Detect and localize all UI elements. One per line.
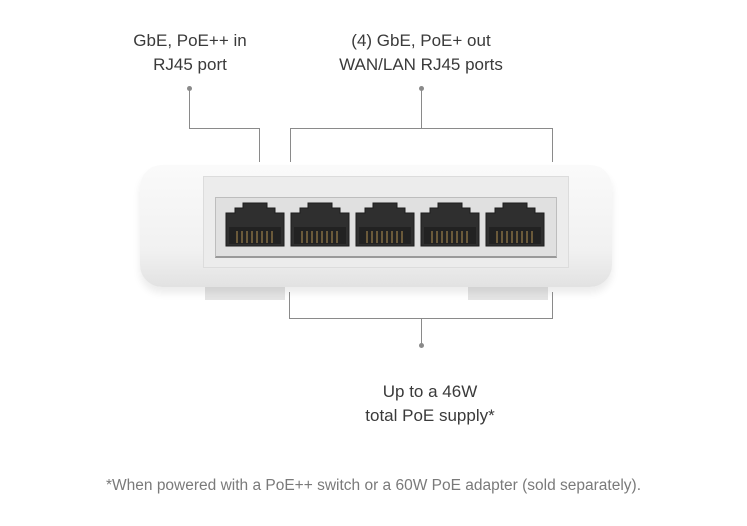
- leader-line: [421, 88, 422, 128]
- switch-device: [140, 165, 612, 287]
- leader-line: [259, 128, 260, 162]
- bracket-line: [552, 128, 553, 162]
- leader-dot-supply: [419, 343, 424, 348]
- rj45-port-1: [225, 201, 285, 247]
- rj45-port-3: [355, 201, 415, 247]
- callout-supply-line2: total PoE supply*: [365, 406, 495, 425]
- rj45-port-5: [485, 201, 545, 247]
- port-panel: [215, 197, 557, 258]
- leader-line: [189, 128, 260, 129]
- callout-poe-in: GbE, PoE++ in RJ45 port: [90, 29, 290, 77]
- callout-supply: Up to a 46W total PoE supply*: [320, 380, 540, 428]
- bracket-line: [289, 292, 290, 318]
- leader-line: [189, 88, 190, 128]
- port-recess: [203, 176, 569, 268]
- callout-poe-in-line2: RJ45 port: [153, 55, 227, 74]
- callout-poe-in-line1: GbE, PoE++ in: [133, 31, 247, 50]
- callout-supply-line1: Up to a 46W: [382, 382, 478, 401]
- bracket-line: [290, 128, 291, 162]
- device-foot: [205, 286, 285, 300]
- rj45-port-4: [420, 201, 480, 247]
- rj45-port-2: [290, 201, 350, 247]
- footnote: *When powered with a PoE++ switch or a 6…: [105, 477, 642, 494]
- device-foot: [468, 286, 548, 300]
- bracket-line: [552, 292, 553, 318]
- bracket-line: [290, 128, 553, 129]
- callout-poe-out: (4) GbE, PoE+ out WAN/LAN RJ45 ports: [310, 29, 532, 77]
- callout-poe-out-line1: (4) GbE, PoE+ out: [351, 31, 491, 50]
- callout-poe-out-line2: WAN/LAN RJ45 ports: [339, 55, 503, 74]
- leader-line: [421, 318, 422, 346]
